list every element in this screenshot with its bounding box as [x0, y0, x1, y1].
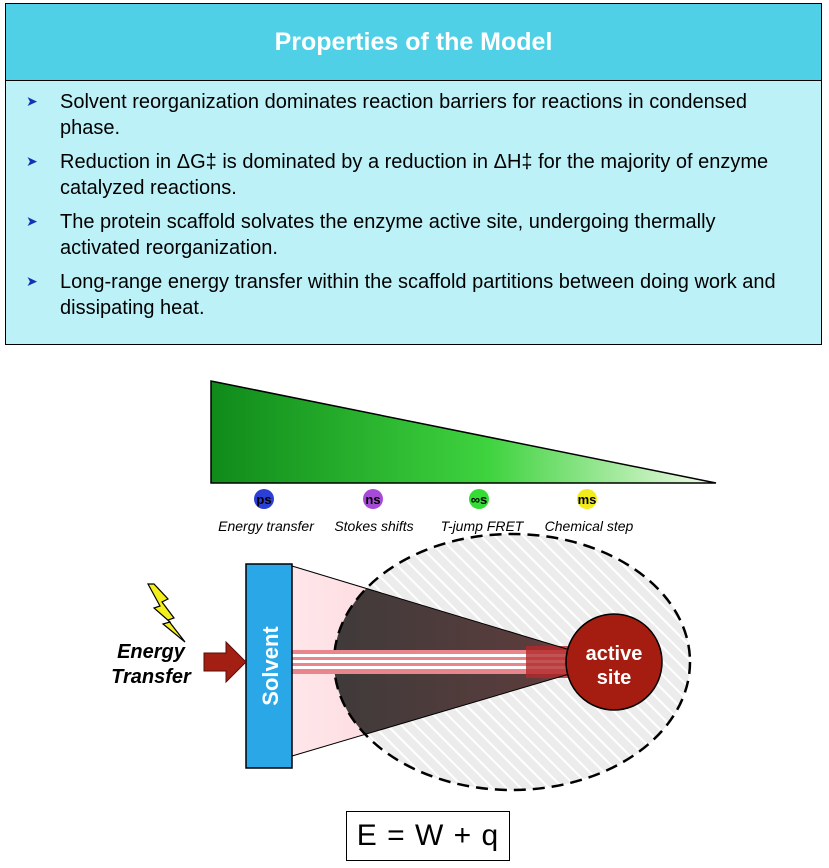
active-site-circle — [565, 613, 663, 711]
energy-equation: E = W + q — [346, 811, 510, 861]
timescale-us: ∞s T-jump FRET — [441, 489, 525, 534]
timescale-ps: ps Energy transfer — [218, 489, 315, 534]
bullet-item: ➤ The protein scaffold solvates the enzy… — [26, 209, 801, 261]
timescale-dot — [469, 489, 489, 509]
active-site-label-line1: active — [586, 643, 643, 665]
bullet-item: ➤ Long-range energy transfer within the … — [26, 269, 801, 321]
energy-channel — [290, 646, 574, 678]
bullet-text: Solvent reorganization dominates reactio… — [60, 91, 748, 139]
arrowhead-right-icon: ➤ — [26, 273, 38, 289]
timescale-label: Energy transfer — [218, 518, 315, 534]
timescale-dot — [254, 489, 274, 509]
timescale-dot — [363, 489, 383, 509]
bullet-text: Long-range energy transfer within the sc… — [60, 271, 776, 319]
model-diagram: ps Energy transfer ns Stokes shifts ∞s T… — [111, 380, 717, 792]
energy-label-line1: Energy — [117, 641, 186, 663]
energy-transfer-arrow — [203, 640, 247, 684]
bullet-text: Reduction in ΔG‡ is dominated by a reduc… — [60, 151, 769, 199]
timescale-label: Stokes shifts — [334, 518, 413, 534]
arrowhead-right-icon: ➤ — [26, 153, 38, 169]
timescale-unit: ∞s — [471, 492, 488, 507]
panel-title: Properties of the Model — [274, 27, 553, 56]
timescale-dot — [577, 489, 597, 509]
timescale-ns: ns Stokes shifts — [334, 489, 414, 534]
energy-label-line2: Transfer — [111, 666, 192, 688]
lightning-bolt-icon — [146, 583, 186, 643]
timescale-ms: ms Chemical step — [545, 489, 634, 534]
properties-panel: Properties of the Model ➤ Solvent reorga… — [5, 3, 822, 345]
panel-header: Properties of the Model — [6, 4, 821, 81]
bullet-item: ➤ Reduction in ΔG‡ is dominated by a red… — [26, 149, 801, 201]
timescale-label: T-jump FRET — [441, 518, 525, 534]
timescale-unit: ns — [365, 492, 380, 507]
bullet-list: ➤ Solvent reorganization dominates react… — [6, 81, 821, 321]
timescale-unit: ms — [578, 492, 597, 507]
bullet-item: ➤ Solvent reorganization dominates react… — [26, 89, 801, 141]
active-site-label-line2: site — [597, 667, 631, 689]
solvent-box — [245, 563, 293, 769]
timescale-unit: ps — [256, 492, 271, 507]
timescale-gradient-wedge — [210, 380, 717, 484]
arrowhead-right-icon: ➤ — [26, 93, 38, 109]
solvent-label: Solvent — [258, 626, 283, 706]
arrowhead-right-icon: ➤ — [26, 213, 38, 229]
bullet-text: The protein scaffold solvates the enzyme… — [60, 211, 716, 259]
timescale-label: Chemical step — [545, 518, 634, 534]
